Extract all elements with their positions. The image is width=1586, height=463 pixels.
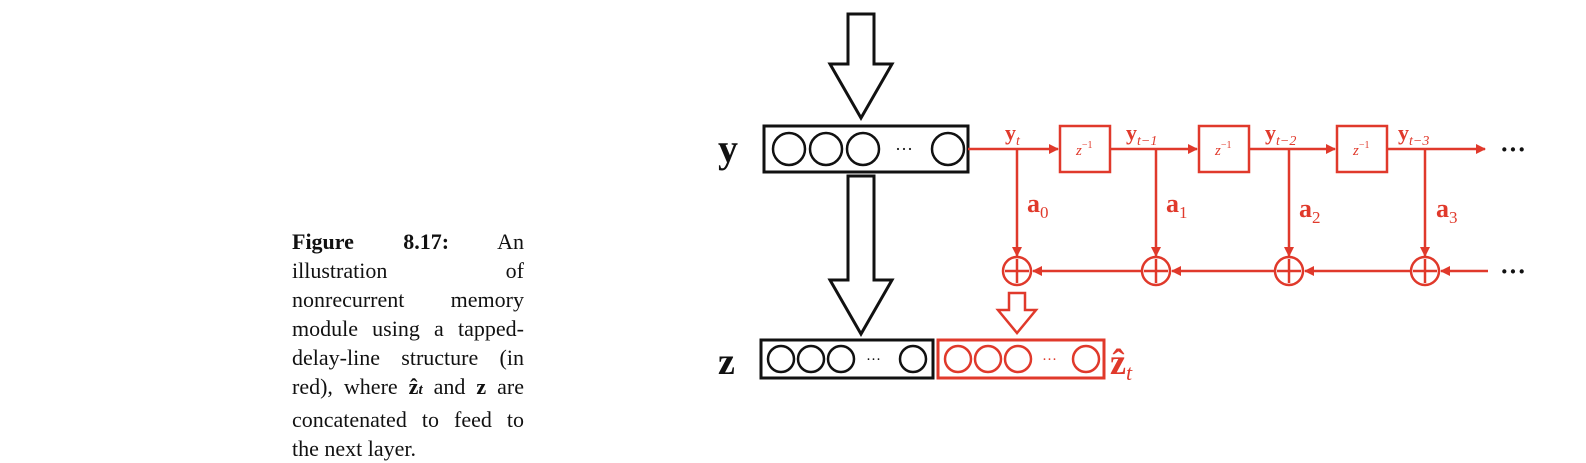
delay-box-1	[1058, 124, 1112, 174]
weight-label-3: a3	[1436, 194, 1458, 227]
zhat-dots: ···	[1042, 352, 1057, 368]
z-vector-box	[759, 338, 935, 380]
delay-label-1: z−1	[1075, 140, 1092, 159]
delay-line	[968, 124, 1488, 287]
tap-label-1: yt−1	[1126, 120, 1157, 149]
output-z-label: z	[718, 341, 735, 383]
tap-label-2: yt−2	[1265, 120, 1296, 149]
passthrough-hollow-arrow	[827, 174, 895, 338]
caption-z: z	[476, 374, 487, 399]
zhat-unit-last	[1071, 344, 1101, 374]
y-unit-3	[845, 131, 881, 167]
caption-text-before: An illustration of nonrecurrent memory m…	[292, 229, 524, 399]
sum-chain-ellipsis: ···	[1500, 257, 1526, 286]
weight-label-1: a1	[1166, 189, 1188, 222]
tap-label-0: yt	[1005, 120, 1021, 149]
delay-box-2	[1197, 124, 1251, 174]
z-unit-last	[898, 344, 928, 374]
y-unit-last	[930, 131, 966, 167]
caption-figure-label: Figure 8.17:	[292, 229, 450, 254]
memory-module-diagram: y ··· z ··· ··· ẑt	[718, 12, 1526, 385]
delay-line-ellipsis: ···	[1500, 135, 1526, 164]
tap-label-3: yt−3	[1398, 120, 1429, 149]
y-dots: ···	[895, 139, 913, 159]
zhat-unit-2	[973, 344, 1003, 374]
zhat-unit-3	[1003, 344, 1033, 374]
z-dots: ···	[866, 352, 881, 368]
caption-text-and: and	[433, 374, 466, 399]
zhat-unit-1	[943, 344, 973, 374]
z-unit-2	[796, 344, 826, 374]
input-hollow-arrow	[827, 12, 895, 122]
z-unit-3	[826, 344, 856, 374]
delay-label-2: z−1	[1214, 140, 1231, 159]
delay-label-3: z−1	[1352, 140, 1369, 159]
weight-label-2: a2	[1299, 194, 1321, 227]
caption-zhat: ẑt	[408, 374, 423, 399]
y-unit-2	[808, 131, 844, 167]
zhat-label: ẑt	[1110, 342, 1133, 385]
z-unit-1	[766, 344, 796, 374]
delay-box-3	[1335, 124, 1389, 174]
adder-0	[1001, 255, 1033, 287]
zhat-hollow-arrow	[995, 291, 1039, 335]
input-y-label: y	[718, 126, 738, 171]
y-unit-1	[771, 131, 807, 167]
weight-label-0: a0	[1027, 189, 1049, 222]
